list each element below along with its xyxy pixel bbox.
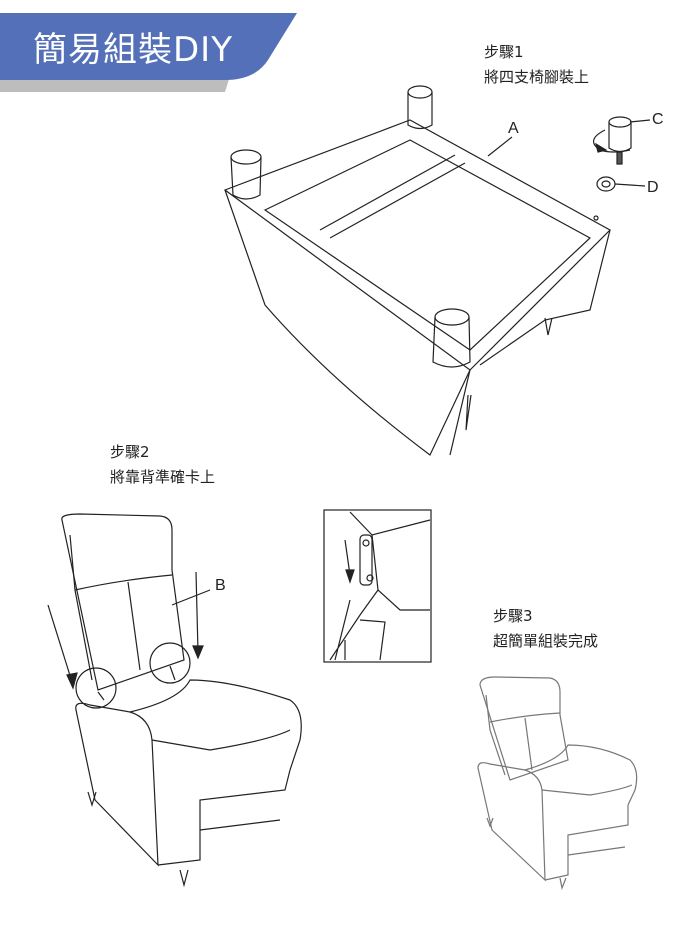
banner-shape [0, 13, 297, 92]
label-a: A [508, 120, 519, 137]
chair-base-illustration [223, 85, 611, 456]
leg-part-d [596, 176, 646, 192]
leg-part-c [593, 116, 651, 165]
step-2-title: 步驟2 [110, 443, 150, 461]
step-3-title: 步驟3 [493, 607, 533, 625]
step-1-text: 將四支椅腳裝上 [484, 68, 590, 86]
recliner-step2-illustration [61, 513, 302, 888]
recliner-complete-illustration [477, 676, 638, 891]
detail-inset [323, 509, 432, 663]
page-title: 簡易組裝DIY [33, 30, 233, 70]
header-banner: 簡易組裝DIY [0, 0, 300, 95]
label-c: C [652, 111, 664, 128]
step-2-text: 將靠背準確卡上 [110, 468, 216, 486]
step-3: 步驟3 超簡單組裝完成 [493, 604, 598, 654]
step-2: 步驟2 將靠背準確卡上 [110, 440, 215, 490]
arrow-right [195, 571, 199, 653]
step-1: 步驟1 將四支椅腳裝上 [484, 40, 589, 90]
arrow-left [47, 604, 73, 683]
label-b: B [215, 577, 226, 594]
step-3-text: 超簡單組裝完成 [493, 632, 599, 650]
step-1-title: 步驟1 [484, 43, 524, 61]
label-d: D [647, 179, 659, 196]
